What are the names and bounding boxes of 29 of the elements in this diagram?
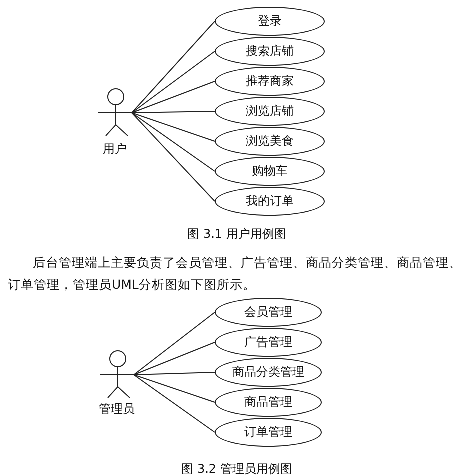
association-line <box>132 51 216 114</box>
use-case-ellipse: 登录 <box>215 7 325 36</box>
use-case-ellipse: 会员管理 <box>215 298 322 327</box>
association-line <box>132 112 216 202</box>
use-case-ellipse: 浏览店铺 <box>215 97 325 126</box>
association-line <box>134 374 216 433</box>
association-line <box>134 372 216 376</box>
figure-caption: 图 3.2 管理员用例图 <box>180 461 294 476</box>
association-line <box>132 112 216 172</box>
association-line <box>134 374 216 403</box>
association-line <box>132 81 216 114</box>
use-case-ellipse: 我的订单 <box>215 187 325 216</box>
association-line <box>132 112 216 142</box>
actor-name: 用户 <box>102 141 128 158</box>
use-case-ellipse: 广告管理 <box>215 328 322 357</box>
association-line <box>134 342 216 376</box>
use-case-ellipse: 浏览美食 <box>215 127 325 156</box>
association-line <box>132 21 216 114</box>
use-case-ellipse: 搜索店铺 <box>215 37 325 66</box>
association-line <box>134 312 216 376</box>
use-case-ellipse: 商品分类管理 <box>215 358 322 387</box>
body-paragraph: 后台管理端上主要负责了会员管理、广告管理、商品分类管理、商品管理、订单管理，管理员UML分析图如下图所示。 <box>8 254 463 294</box>
use-case-ellipse: 购物车 <box>215 157 325 186</box>
use-case-ellipse: 商品管理 <box>215 388 322 417</box>
use-case-ellipse: 订单管理 <box>215 418 322 447</box>
figure-caption: 图 3.1 用户用例图 <box>186 226 288 243</box>
use-case-ellipse: 推荐商家 <box>215 67 325 96</box>
association-line <box>132 111 216 114</box>
actor-name: 管理员 <box>98 401 136 418</box>
